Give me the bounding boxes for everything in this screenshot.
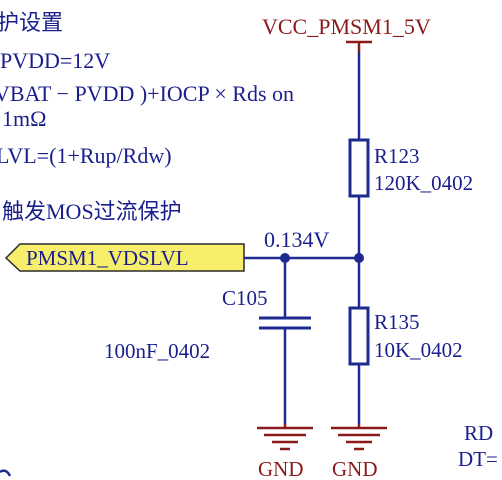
note-line-6: 触发MOS过流保护	[2, 199, 182, 224]
c105-ref: C105	[222, 286, 268, 310]
resistor-r123-body	[348, 138, 370, 198]
note-line-1: 护设置	[0, 10, 63, 35]
ground-symbol-left	[257, 424, 313, 451]
net-voltage-label: 0.134V	[264, 227, 330, 252]
r135-ref: R135	[374, 310, 420, 334]
r123-ref: R123	[374, 144, 420, 168]
note-line-4: 1mΩ	[2, 106, 46, 131]
note-line-5: LVL=(1+Rup/Rdw)	[0, 143, 172, 168]
cutoff-text-1: RD	[464, 421, 493, 445]
ground-symbol-right	[331, 424, 387, 451]
note-line-3: VBAT − PVDD )+IOCP × Rds on	[0, 81, 294, 106]
cutoff-text-2: DT=	[458, 447, 498, 471]
c105-value: 100nF_0402	[104, 339, 210, 363]
r135-value: 10K_0402	[374, 338, 463, 362]
stray-arc	[0, 469, 12, 477]
note-line-2: PVDD=12V	[0, 48, 110, 73]
power-label: VCC_PMSM1_5V	[262, 14, 431, 39]
net-port-label: PMSM1_VDSLVL	[26, 246, 189, 270]
r123-value: 120K_0402	[374, 171, 473, 195]
gnd-label-left: GND	[258, 457, 304, 480]
gnd-label-right: GND	[332, 457, 378, 480]
resistor-r135-body	[348, 306, 370, 366]
